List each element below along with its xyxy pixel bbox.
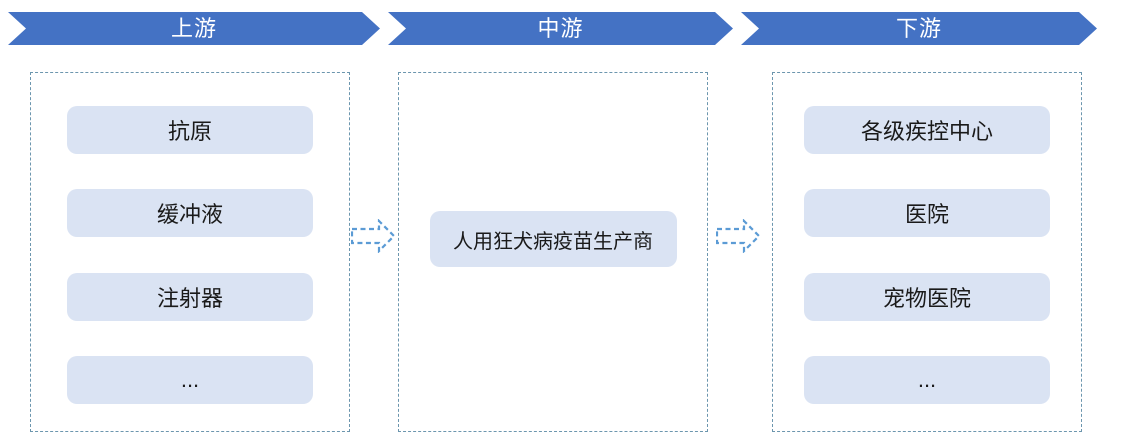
upstream-item-antigen: 抗原 xyxy=(67,106,313,154)
upstream-panel: 抗原 缓冲液 注射器 ... xyxy=(30,72,350,432)
downstream-item-cdc: 各级疾控中心 xyxy=(804,106,1050,154)
upstream-item-syringe: 注射器 xyxy=(67,272,313,321)
downstream-item-hospital-label: 医院 xyxy=(904,202,949,228)
downstream-item-pet-hospital: 宠物医院 xyxy=(804,272,1050,321)
midstream-item-manufacturer-label: 人用狂犬病疫苗生产商 xyxy=(453,230,653,253)
upstream-item-ellipsis-label: ... xyxy=(180,366,200,392)
upstream-item-buffer: 缓冲液 xyxy=(67,189,313,238)
downstream-item-ellipsis: ... xyxy=(804,355,1050,404)
downstream-item-cdc-label: 各级疾控中心 xyxy=(860,119,993,144)
upstream-item-syringe-label: 注射器 xyxy=(156,285,223,311)
banner-midstream: 中游 xyxy=(388,12,733,45)
banner-upstream: 上游 xyxy=(8,12,380,45)
banner-downstream-label: 下游 xyxy=(895,15,942,41)
banner-upstream-label: 上游 xyxy=(170,15,217,41)
dashed-arrow-right-icon xyxy=(351,219,395,253)
upstream-item-list: 抗原 缓冲液 注射器 ... xyxy=(31,73,349,431)
midstream-item-manufacturer: 人用狂犬病疫苗生产商 xyxy=(429,211,677,267)
upstream-item-buffer-label: 缓冲液 xyxy=(156,202,223,228)
upstream-item-ellipsis: ... xyxy=(67,355,313,404)
banner-midstream-label: 中游 xyxy=(537,15,584,41)
banner-downstream: 下游 xyxy=(741,12,1097,45)
dashed-arrow-right-icon xyxy=(716,219,760,253)
downstream-item-pet-hospital-label: 宠物医院 xyxy=(882,285,971,311)
downstream-item-hospital: 医院 xyxy=(804,189,1050,238)
downstream-item-ellipsis-label: ... xyxy=(917,366,937,392)
midstream-panel: 人用狂犬病疫苗生产商 xyxy=(398,72,708,432)
downstream-panel: 各级疾控中心 医院 宠物医院 ... xyxy=(772,72,1082,432)
upstream-item-antigen-label: 抗原 xyxy=(167,119,212,144)
downstream-item-list: 各级疾控中心 医院 宠物医院 ... xyxy=(773,73,1081,431)
